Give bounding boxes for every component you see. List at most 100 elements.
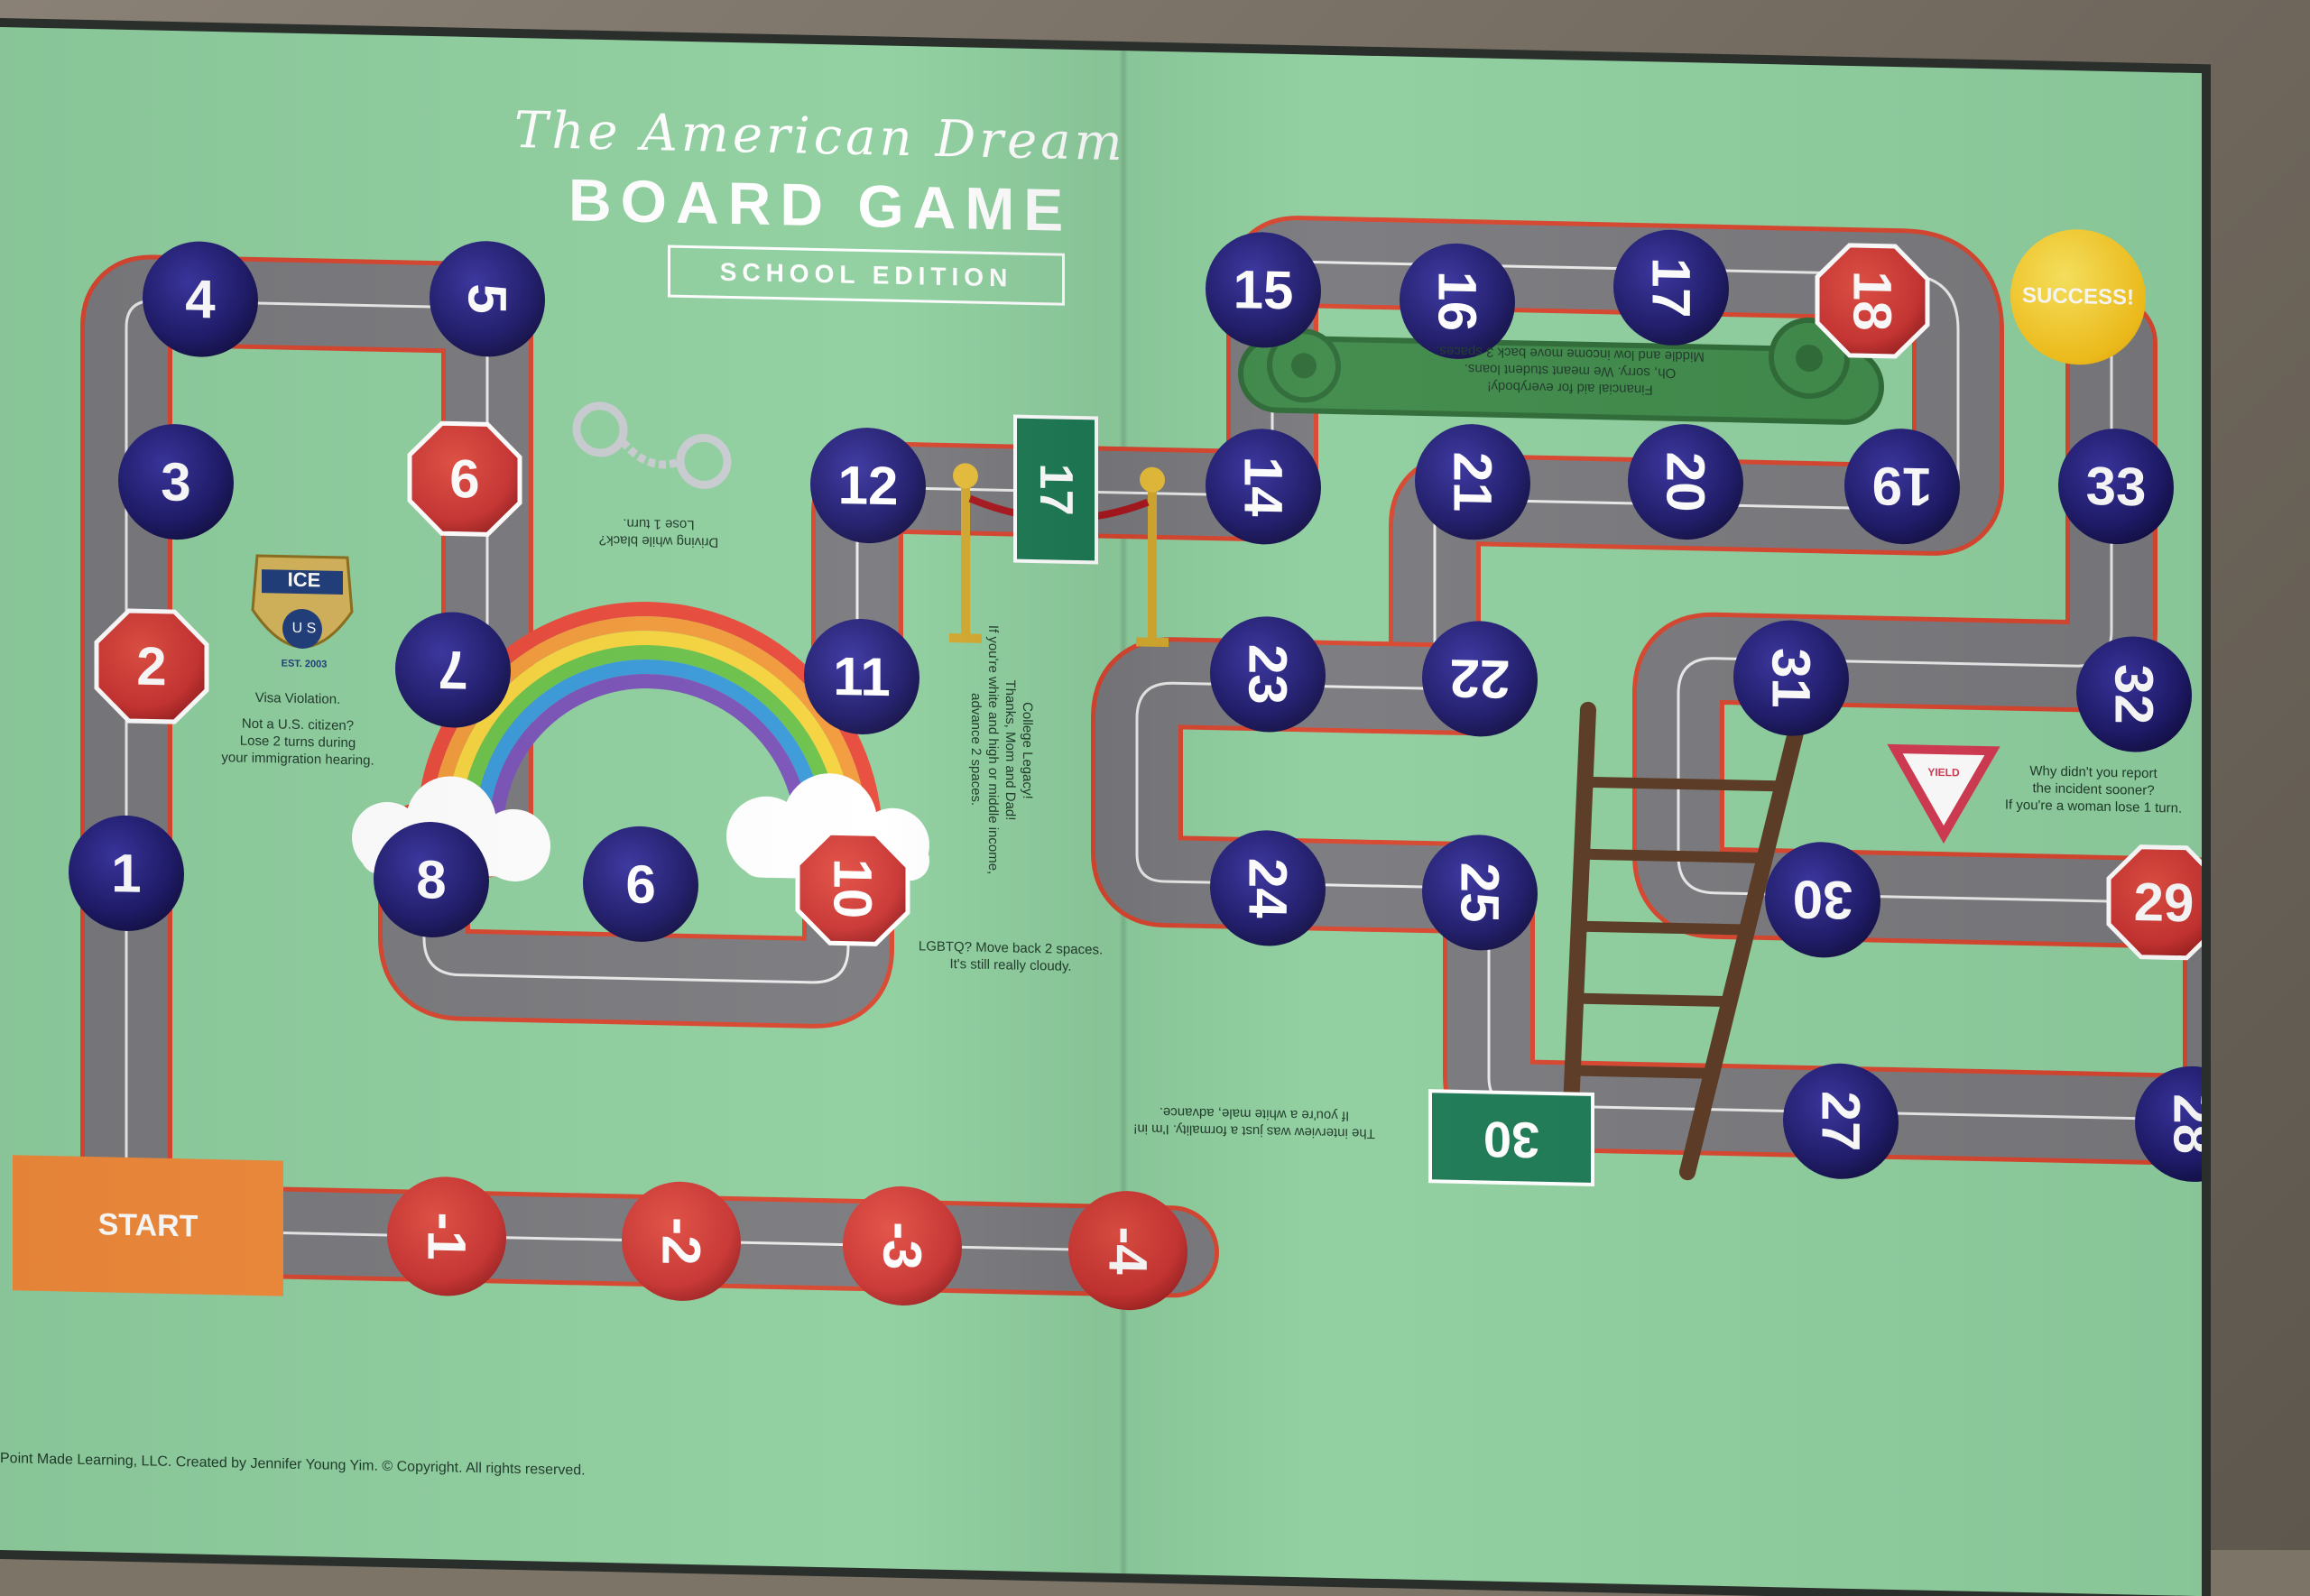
space--2-token[interactable] <box>622 1180 741 1302</box>
space-23[interactable]: 23 <box>1210 615 1326 733</box>
space-2-token[interactable] <box>94 608 209 724</box>
space-28-label: 28 <box>2163 1093 2202 1155</box>
space-19[interactable]: 19 <box>1844 428 1960 546</box>
start-space[interactable]: START <box>13 1155 283 1296</box>
space-14[interactable]: 14 <box>1206 428 1321 546</box>
space-20[interactable]: 20 <box>1628 423 1743 541</box>
space-21-token[interactable] <box>1415 423 1530 541</box>
space-12[interactable]: 12 <box>810 427 926 545</box>
space-24[interactable]: 24 <box>1210 829 1326 947</box>
space-20-token[interactable] <box>1628 423 1743 541</box>
space-25[interactable]: 25 <box>1422 834 1538 952</box>
financial-text: Financial aid for everybody! Oh, sorry. … <box>1372 341 1769 401</box>
space-28-token[interactable] <box>2135 1066 2202 1184</box>
space-4[interactable]: 4 <box>143 240 258 358</box>
sign-26-label: 30 <box>1483 1111 1540 1169</box>
space-25-token[interactable] <box>1422 834 1538 952</box>
sign-26 <box>1428 1089 1594 1187</box>
space-11-label: 11 <box>833 646 890 707</box>
space-6-token[interactable] <box>407 420 522 537</box>
space-22[interactable]: 22 <box>1422 620 1538 738</box>
space-30-token[interactable] <box>1765 841 1880 959</box>
title-main: BOARD GAME <box>568 166 1073 244</box>
space-8-label: 8 <box>416 849 446 910</box>
space-6-label: 6 <box>449 448 479 510</box>
space-9-label: 9 <box>625 853 655 915</box>
space-17[interactable]: 17 <box>1613 228 1729 346</box>
space-27[interactable]: 27 <box>1783 1062 1899 1180</box>
space-1-label: 1 <box>111 843 141 904</box>
interview-text: The interview was just a formality. I'm … <box>1101 1102 1408 1143</box>
space-22-label: 22 <box>1450 648 1511 709</box>
space-1-token[interactable] <box>69 815 184 933</box>
sign-13-label: 17 <box>1030 462 1082 517</box>
space-5-label: 5 <box>457 283 518 315</box>
space-23-token[interactable] <box>1210 615 1326 733</box>
space-11[interactable]: 11 <box>804 618 919 736</box>
space-12-token[interactable] <box>810 427 926 545</box>
space--1-token[interactable] <box>387 1176 506 1297</box>
space-9[interactable]: 9 <box>583 826 698 944</box>
badge-letters: U S <box>291 620 317 637</box>
space-27-token[interactable] <box>1783 1062 1899 1180</box>
space-16[interactable]: 16 <box>1400 242 1515 360</box>
space-29[interactable]: 29 <box>2106 844 2202 961</box>
space--3-token[interactable] <box>843 1185 962 1307</box>
space-32[interactable]: 32 <box>2076 635 2192 753</box>
space-22-token[interactable] <box>1422 620 1538 738</box>
space-9-token[interactable] <box>583 826 698 944</box>
space-1[interactable]: 1 <box>69 815 184 933</box>
space-2-label: 2 <box>136 636 166 697</box>
ladder-icon <box>1562 701 1808 1181</box>
space-17-label: 17 <box>1641 257 1702 318</box>
space-33[interactable]: 33 <box>2058 428 2174 546</box>
space-15[interactable]: 15 <box>1206 231 1321 349</box>
space-21[interactable]: 21 <box>1415 423 1530 541</box>
space-18-token[interactable] <box>1815 243 1930 359</box>
space-6[interactable]: 6 <box>407 420 522 537</box>
space--1[interactable]: -1 <box>387 1176 506 1297</box>
space-4-token[interactable] <box>143 240 258 358</box>
space-30[interactable]: 30 <box>1765 841 1880 959</box>
visa-text: Visa Violation. Not a U.S. citizen? Lose… <box>180 687 415 770</box>
space-32-token[interactable] <box>2076 635 2192 753</box>
space-29-token[interactable] <box>2106 844 2202 961</box>
space-14-token[interactable] <box>1206 428 1321 546</box>
handcuffs-icon <box>572 401 732 489</box>
space-5[interactable]: 5 <box>430 240 545 358</box>
space-31[interactable]: 31 <box>1733 619 1849 737</box>
space-11-token[interactable] <box>804 618 919 736</box>
space-16-token[interactable] <box>1400 242 1515 360</box>
space-8[interactable]: 8 <box>374 821 489 939</box>
space-10-token[interactable] <box>795 830 910 946</box>
space-7[interactable]: 7 <box>395 611 511 729</box>
space-21-label: 21 <box>1443 451 1503 512</box>
legacy-text: College Legacy! Thanks, Mom and Dad! If … <box>967 559 1036 940</box>
space-17-token[interactable] <box>1613 228 1729 346</box>
space-7-token[interactable] <box>395 611 511 729</box>
space--2[interactable]: -2 <box>622 1180 741 1302</box>
space-3-token[interactable] <box>118 423 234 541</box>
space-18[interactable]: 18 <box>1815 243 1930 359</box>
space-3[interactable]: 3 <box>118 423 234 541</box>
report-text: Why didn't you report the incident soone… <box>1985 761 2202 817</box>
space-15-label: 15 <box>1234 259 1294 320</box>
space-19-token[interactable] <box>1844 428 1960 546</box>
space-10[interactable]: 10 <box>795 830 910 946</box>
space-20-label: 20 <box>1656 451 1716 512</box>
space-28[interactable]: 28 <box>2135 1066 2202 1184</box>
space-12-label: 12 <box>838 455 899 516</box>
ice-badge-icon <box>251 554 354 650</box>
space-24-token[interactable] <box>1210 829 1326 947</box>
space-31-token[interactable] <box>1733 619 1849 737</box>
space-8-token[interactable] <box>374 821 489 939</box>
space-33-token[interactable] <box>2058 428 2174 546</box>
space--4-token[interactable] <box>1068 1190 1187 1312</box>
space--3[interactable]: -3 <box>843 1185 962 1307</box>
space-5-token[interactable] <box>430 240 545 358</box>
space-14-label: 14 <box>1234 456 1294 518</box>
space-15-token[interactable] <box>1206 231 1321 349</box>
space--4[interactable]: -4 <box>1068 1190 1187 1312</box>
space-2[interactable]: 2 <box>94 608 209 724</box>
